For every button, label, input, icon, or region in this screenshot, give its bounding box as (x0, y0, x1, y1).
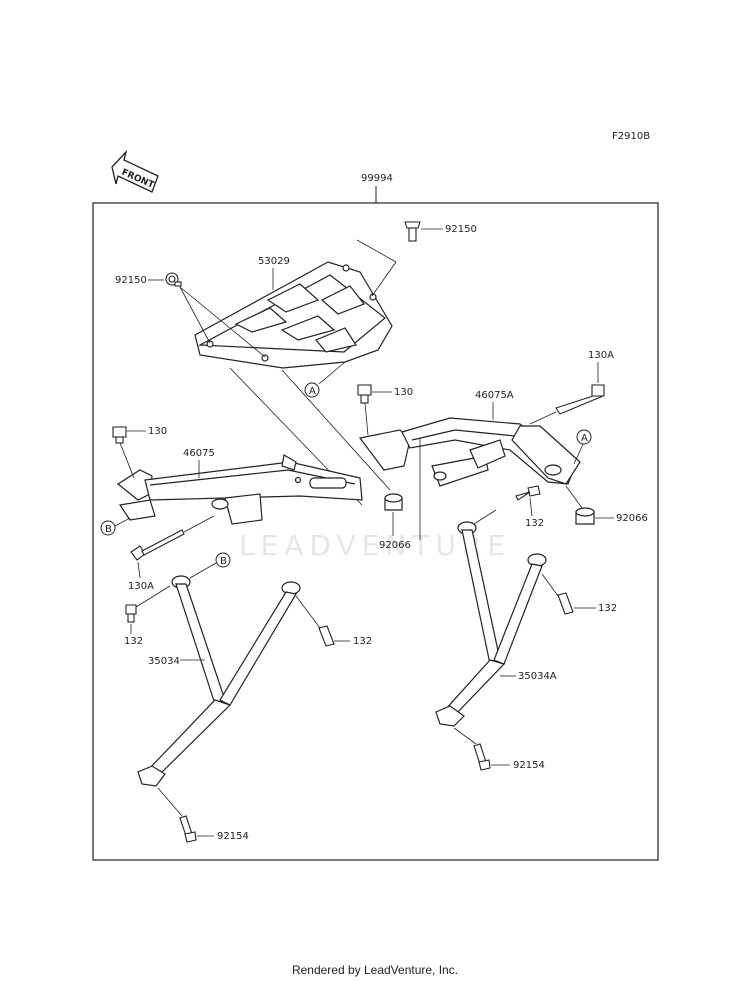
callout-46075: 46075 (183, 448, 215, 459)
callout-46075A: 46075A (475, 390, 514, 401)
ref-b-left-label: B (105, 524, 112, 535)
bolt-130A-left-icon (130, 529, 185, 561)
footer-credit: Rendered by LeadVenture, Inc. (291, 963, 459, 977)
watermark-text: LEADVENTURE (239, 529, 511, 562)
ref-b-lower-label: B (220, 556, 227, 567)
callout-130-left: 130 (148, 426, 167, 437)
callout-92066-center: 92066 (379, 540, 411, 551)
callout-92154-left: 92154 (217, 831, 249, 842)
stay-35034A (435, 521, 547, 727)
callout-130A-left: 130A (128, 581, 154, 592)
ref-a-right-label: A (581, 433, 588, 444)
ref-a-center-label: A (309, 386, 316, 397)
callout-132-left: 132 (124, 636, 143, 647)
bolt-92150-top-icon (404, 221, 421, 242)
ref-marker-a-right (576, 429, 592, 445)
bolt-92150-left-icon (165, 272, 182, 287)
callout-130-center: 130 (394, 387, 413, 398)
callout-53029: 53029 (258, 256, 290, 267)
grommet-92066-right-icon (575, 507, 595, 525)
bracket-46075 (116, 454, 363, 525)
bolt-130-center-icon (357, 384, 372, 404)
bolt-92154-left-icon (179, 815, 197, 843)
bolt-130-left-icon (112, 426, 127, 444)
grommet-92066-center-icon (384, 493, 403, 511)
callout-92154-right: 92154 (513, 760, 545, 771)
assembly-frame (92, 202, 659, 861)
bolt-132-center-right-icon (515, 485, 541, 501)
bolt-92154-right-icon (473, 743, 491, 771)
diagram-code: F2910B (612, 131, 650, 142)
callout-130A-right: 130A (588, 350, 614, 361)
ref-marker-b-lower (215, 552, 231, 568)
callout-92150-left: 92150 (115, 275, 147, 286)
bolt-130A-right-icon (555, 384, 605, 415)
callout-132-center-right: 132 (525, 518, 544, 529)
bracket-46075A (358, 417, 581, 487)
bolt-132-left-lower-icon (318, 625, 335, 647)
callout-132-left-lower: 132 (353, 636, 372, 647)
callout-132-right: 132 (598, 603, 617, 614)
callout-35034: 35034 (148, 656, 180, 667)
callout-92066-right: 92066 (616, 513, 648, 524)
bolt-132-left-icon (125, 604, 137, 623)
stay-35034 (137, 575, 301, 787)
ref-marker-b-left (100, 520, 116, 536)
callout-35034A: 35034A (518, 671, 557, 682)
ref-marker-a-center (304, 382, 320, 398)
bolt-132-right-icon (557, 592, 574, 615)
callout-92150-top: 92150 (445, 224, 477, 235)
front-arrow-icon: FRONT (111, 149, 159, 193)
assembly-number: 99994 (361, 173, 393, 184)
carrier-plate-53029 (194, 261, 393, 369)
